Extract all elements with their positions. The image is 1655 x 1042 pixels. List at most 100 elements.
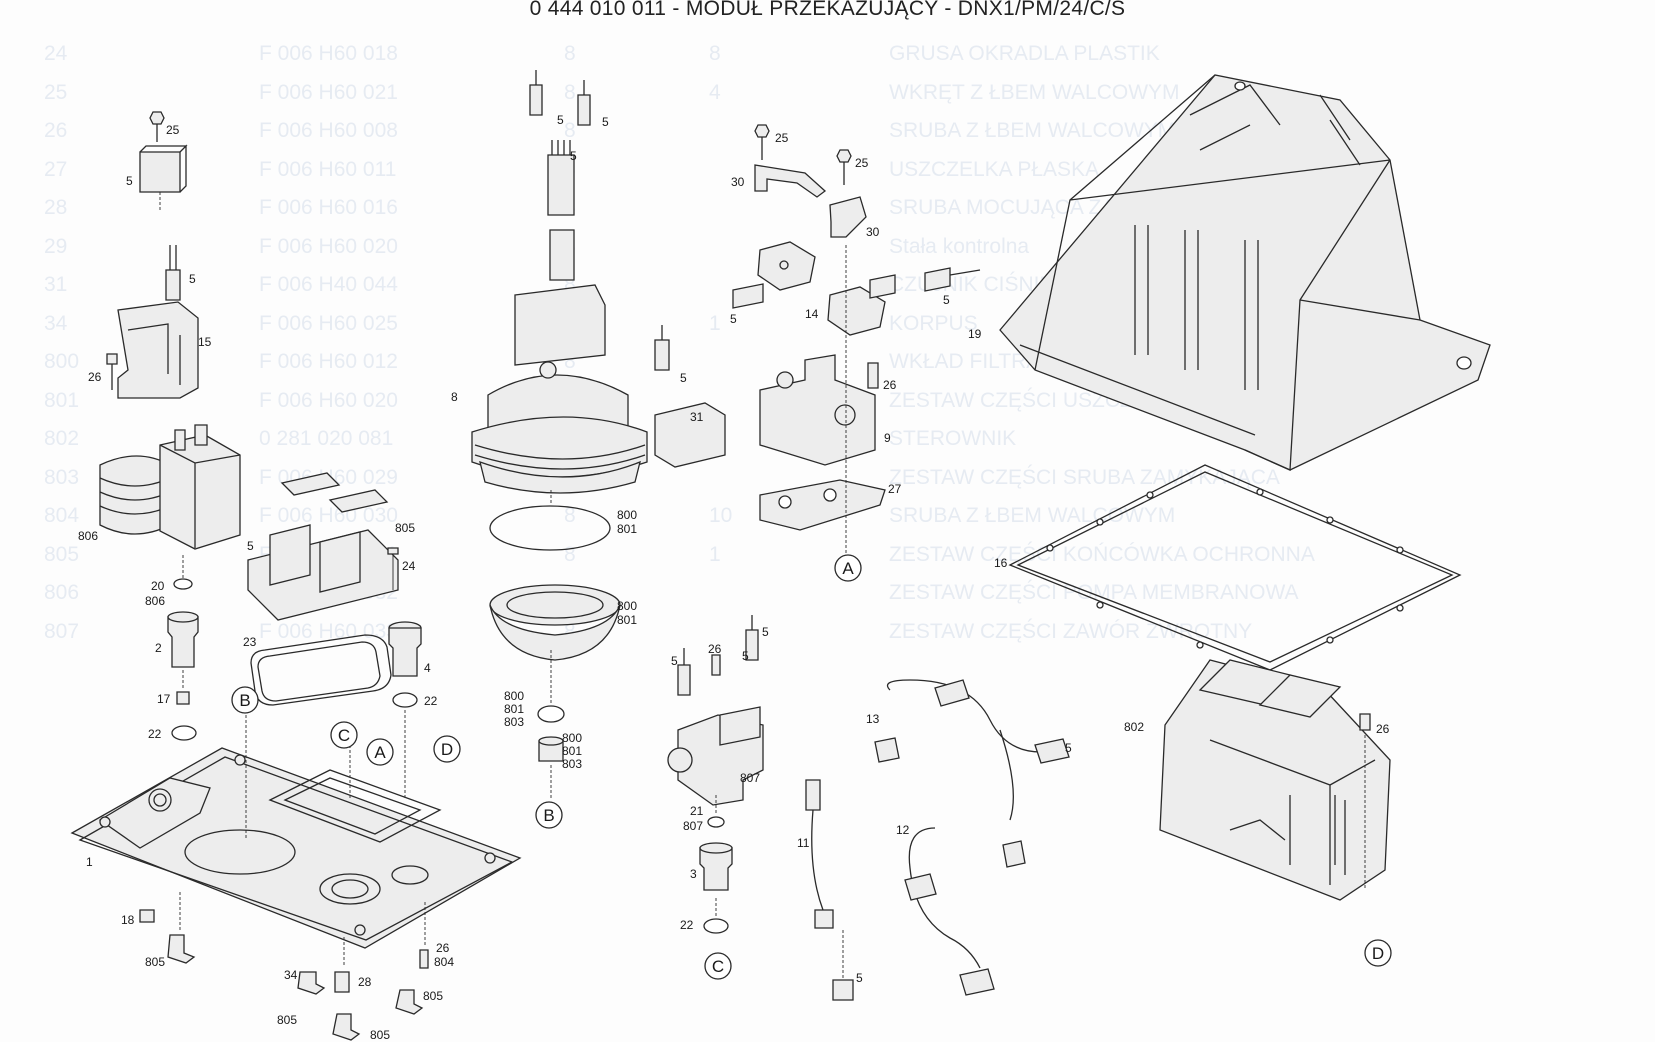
- part-label: 807: [740, 771, 760, 785]
- background-table-cell: 804: [44, 504, 80, 527]
- part-label: 13: [866, 712, 880, 726]
- part-label: 26: [436, 941, 450, 955]
- background-table-cell: KORPUS: [889, 311, 978, 335]
- part-label: 22: [424, 694, 438, 708]
- callout-letter: D: [1372, 944, 1384, 963]
- background-table-cell: Stała kontrolna: [889, 234, 1030, 258]
- part-label: 9: [884, 431, 891, 445]
- background-table-cell: 8: [564, 619, 576, 643]
- background-table-cell: 802: [44, 427, 80, 450]
- part-label: 24: [402, 559, 416, 573]
- background-table-cell: USZCZELKA PŁASKA: [889, 157, 1100, 181]
- callout-circle: [366, 738, 394, 766]
- part-label: 2: [155, 641, 162, 655]
- callout-letter: B: [543, 806, 554, 825]
- callout-letter: D: [441, 740, 453, 759]
- part-label: 801: [617, 613, 637, 627]
- background-table-cell: 34: [44, 311, 68, 335]
- callout-circle: [535, 801, 563, 829]
- background-table-cell: STEROWNIK: [889, 427, 1017, 450]
- part-label: 18: [121, 913, 135, 927]
- background-table-cell: 26: [44, 119, 68, 142]
- part-label: 803: [562, 757, 582, 771]
- part-label: 806: [145, 594, 165, 608]
- background-table-cell: 29: [44, 234, 68, 258]
- part-label: 3: [690, 867, 697, 881]
- background-table-cell: F 006 H60 033: [259, 619, 398, 643]
- part-label: 5: [730, 312, 737, 326]
- part-label: 5: [742, 649, 749, 663]
- part-label: 5: [602, 115, 609, 129]
- background-table-cell: F 006 H60 020: [259, 388, 398, 412]
- background-table-cell: F 006 H60 008: [259, 119, 398, 142]
- control-unit: [1159, 659, 1391, 901]
- background-table-cell: 807: [44, 619, 80, 643]
- background-table-cell: 806: [44, 581, 80, 604]
- part-label: 801: [504, 702, 524, 716]
- background-table-cell: ZESTAW CZĘŚCI ZAWÓR ZWROTNY: [889, 619, 1253, 643]
- background-table-cell: 8: [564, 273, 576, 296]
- background-table-cell: 805: [44, 542, 80, 566]
- background-table-cell: F 006 H60 012: [259, 350, 398, 373]
- part-label: 25: [166, 123, 180, 137]
- background-table-cell: WKRĘT Z ŁBEM WALCOWYM: [889, 80, 1180, 104]
- part-label: 807: [683, 819, 703, 833]
- background-table-cell: 8: [564, 504, 576, 527]
- background-table-cell: 8: [564, 350, 576, 373]
- part-label: 31: [690, 410, 704, 424]
- filter-assembly: [471, 70, 648, 800]
- part-label: 26: [883, 378, 897, 392]
- part-label: 22: [148, 727, 162, 741]
- part-label: 15: [198, 335, 212, 349]
- callout-letter: C: [338, 726, 350, 745]
- background-table-cell: SRUBA Z ŁBEM WALCOWYM: [889, 504, 1176, 527]
- part-label: 5: [671, 654, 678, 668]
- callout-letter: A: [842, 559, 854, 578]
- callout-circle: [433, 735, 461, 763]
- part-label: 27: [888, 482, 902, 496]
- background-table-cell: 8: [709, 42, 721, 65]
- background-table-cell: 31: [44, 273, 68, 296]
- part-label: 5: [1065, 741, 1072, 755]
- background-table-cell: 1: [709, 542, 721, 566]
- part-label: 20: [151, 579, 165, 593]
- part-label: 11: [797, 836, 810, 850]
- background-table-cell: 8: [564, 119, 576, 142]
- background-table-cell: 803: [44, 465, 80, 489]
- part-label: 805: [277, 1013, 297, 1027]
- cover-gasket: [1008, 464, 1462, 671]
- part-label: 801: [562, 744, 582, 758]
- reference-callouts: B C A D A B C D: [231, 554, 1392, 980]
- part-label: 800: [617, 508, 637, 522]
- callout-circle: [704, 952, 732, 980]
- part-label: 800: [504, 689, 524, 703]
- left-assembly: [70, 111, 522, 1041]
- part-label: 26: [708, 642, 722, 656]
- background-table-cell: F 006 H60 011: [259, 157, 397, 181]
- part-label: 5: [126, 174, 133, 188]
- part-label: 5: [557, 113, 564, 127]
- sensor-valve-assembly: [654, 124, 981, 560]
- part-label: 23: [243, 635, 257, 649]
- background-table-cell: 4: [709, 80, 721, 104]
- part-label: 804: [434, 955, 454, 969]
- background-table-cell: 0 281 020 081: [259, 427, 394, 450]
- callout-circle: [231, 686, 259, 714]
- background-table-cell: 800: [44, 350, 80, 373]
- part-label: 16: [994, 556, 1008, 570]
- part-label: 805: [370, 1028, 390, 1042]
- part-label: 805: [423, 989, 443, 1003]
- callout-letter: A: [374, 743, 386, 762]
- background-table-cell: SRUBA Z ŁBEM WALCOWYM: [889, 119, 1176, 142]
- part-label: 5: [570, 149, 577, 163]
- background-table-cell: 27: [44, 157, 68, 181]
- part-label: 802: [1124, 720, 1144, 734]
- part-label: 5: [680, 371, 687, 385]
- connector-housing-assembly: [245, 472, 422, 840]
- part-label: 5: [247, 539, 254, 553]
- part-label: 800: [562, 731, 582, 745]
- part-label: 5: [943, 293, 950, 307]
- part-label: 805: [395, 521, 415, 535]
- part-label: 805: [145, 955, 165, 969]
- part-label: 30: [866, 225, 880, 239]
